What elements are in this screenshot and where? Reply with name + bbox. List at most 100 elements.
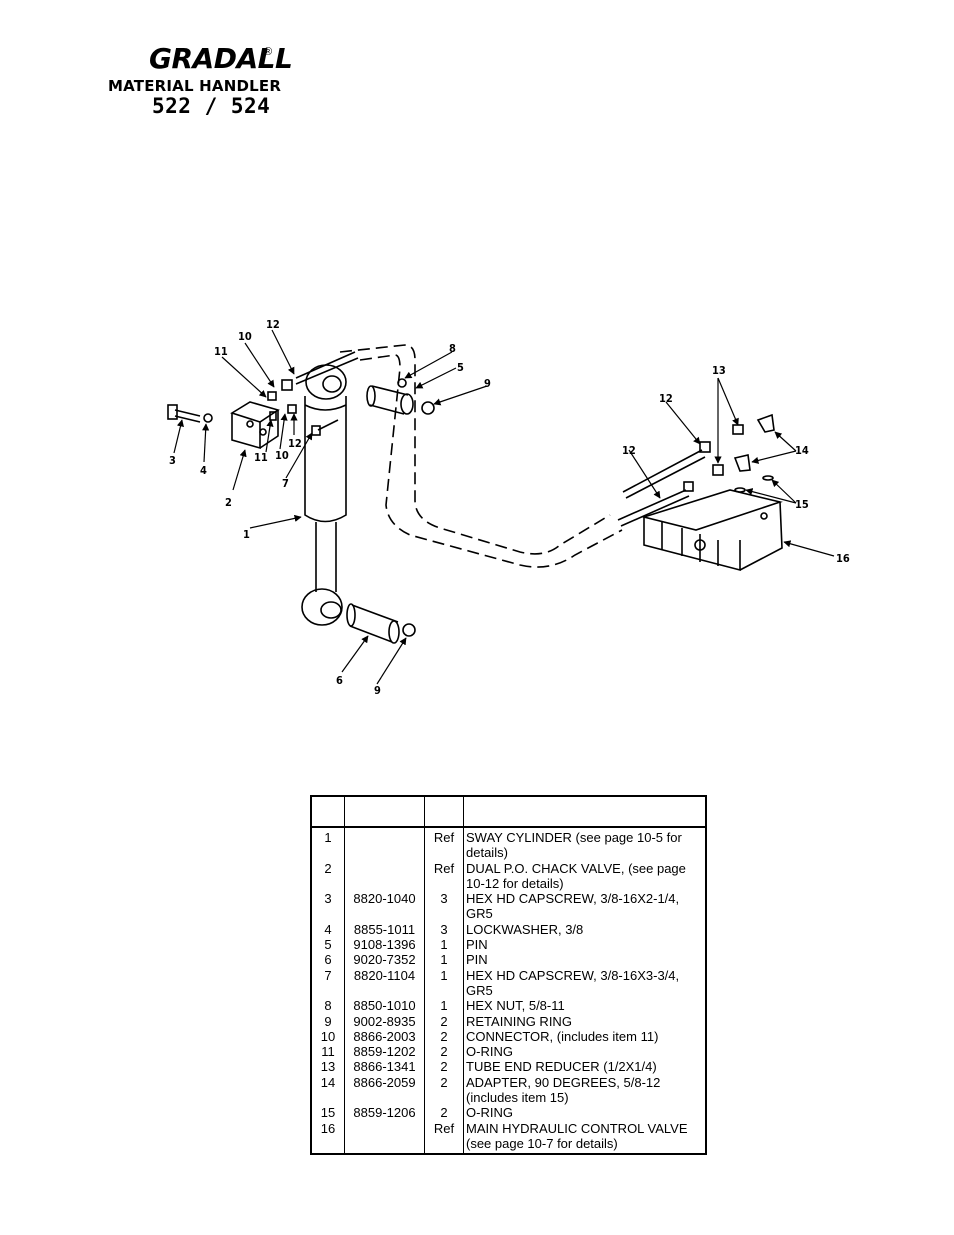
table-row: 4 8855-1011 3 LOCKWASHER, 3/8 xyxy=(311,921,706,938)
callout-label: 10 xyxy=(275,449,289,462)
quantity: 2 xyxy=(424,1059,464,1075)
description: HEX HD CAPSCREW, 3/8-16X3-3/4, GR5 xyxy=(466,967,680,998)
callout-label: 4 xyxy=(200,464,207,477)
description: PIN xyxy=(466,952,488,968)
part-number: 8855-1011 xyxy=(344,921,425,938)
part-number: 8859-1206 xyxy=(344,1105,425,1121)
column-header-part-number xyxy=(344,796,425,828)
callout-label: 10 xyxy=(238,330,252,343)
quantity: Ref xyxy=(424,827,464,861)
item-number: 1 xyxy=(311,827,345,861)
model-number: 522 / 524 xyxy=(152,94,271,118)
quantity: Ref xyxy=(424,1120,464,1155)
quantity: 2 xyxy=(424,1044,464,1060)
table-row: 2 Ref DUAL P.O. CHACK VALVE, (see page 1… xyxy=(311,860,706,892)
parts-list-table: 1 Ref SWAY CYLINDER (see page 10-5 for d… xyxy=(310,795,707,1156)
description: SWAY CYLINDER (see page 10-5 for details… xyxy=(466,830,682,861)
table-header-row xyxy=(311,796,706,828)
callout-label: 9 xyxy=(484,377,491,390)
description: ADAPTER, 90 DEGREES, 5/8-12 (includes it… xyxy=(466,1074,661,1106)
item-number: 4 xyxy=(311,921,345,938)
column-header-qty xyxy=(424,796,464,828)
callout-label: 5 xyxy=(457,361,464,374)
quantity: Ref xyxy=(424,860,464,892)
callout-label: 11 xyxy=(214,345,228,358)
callout-label: 8 xyxy=(449,342,456,355)
brand-name: GRADALL xyxy=(149,42,293,75)
description: PIN xyxy=(466,937,488,953)
part-number xyxy=(344,860,425,892)
part-number: 9002-8935 xyxy=(344,1013,425,1029)
callout-label: 3 xyxy=(169,454,176,467)
item-number: 7 xyxy=(311,967,345,999)
item-number: 6 xyxy=(311,952,345,968)
column-header-item xyxy=(311,796,345,828)
callout-label: 1 xyxy=(243,528,250,541)
callout-label: 11 xyxy=(254,451,268,464)
item-number: 10 xyxy=(311,1028,345,1045)
part-number: 8850-1010 xyxy=(344,998,425,1014)
callout-label: 14 xyxy=(795,444,809,457)
callout-label: 16 xyxy=(836,552,850,565)
part-number xyxy=(344,827,425,861)
table-row: 7 8820-1104 1 HEX HD CAPSCREW, 3/8-16X3-… xyxy=(311,967,706,999)
model-line: MATERIAL HANDLER xyxy=(108,77,282,95)
table-row: 5 9108-1396 1 PIN xyxy=(311,937,706,953)
quantity: 2 xyxy=(424,1105,464,1121)
description: RETAINING RING xyxy=(466,1013,572,1029)
callout-label: 13 xyxy=(712,364,726,377)
quantity: 1 xyxy=(424,967,464,999)
table-row: 10 8866-2003 2 CONNECTOR, (includes item… xyxy=(311,1028,706,1045)
callout-label: 7 xyxy=(282,477,289,490)
quantity: 2 xyxy=(424,1074,464,1106)
callout-label: 12 xyxy=(266,318,280,331)
part-number: 8859-1202 xyxy=(344,1044,425,1060)
callout-label: 12 xyxy=(659,392,673,405)
quantity: 2 xyxy=(424,1028,464,1045)
part-number: 8866-2059 xyxy=(344,1074,425,1106)
callout-label: 12 xyxy=(288,437,302,450)
item-number: 14 xyxy=(311,1074,345,1106)
quantity: 1 xyxy=(424,937,464,953)
table-row: 1 Ref SWAY CYLINDER (see page 10-5 for d… xyxy=(311,827,706,861)
description: HEX NUT, 5/8-11 xyxy=(466,998,565,1014)
table-row: 16 Ref MAIN HYDRAULIC CONTROL VALVE (see… xyxy=(311,1120,706,1155)
table-row: 15 8859-1206 2 O-RING xyxy=(311,1105,706,1121)
description: O-RING xyxy=(466,1105,513,1121)
item-number: 9 xyxy=(311,1013,345,1029)
description: O-RING xyxy=(466,1044,513,1060)
part-number: 9020-7352 xyxy=(344,952,425,968)
description: HEX HD CAPSCREW, 3/8-16X2-1/4, GR5 xyxy=(466,891,680,922)
quantity: 3 xyxy=(424,891,464,922)
callout-label: 9 xyxy=(374,684,381,697)
quantity: 2 xyxy=(424,1013,464,1029)
part-number: 8866-1341 xyxy=(344,1059,425,1075)
part-number: 8866-2003 xyxy=(344,1028,425,1045)
quantity: 1 xyxy=(424,952,464,968)
description: TUBE END REDUCER (1/2X1/4) xyxy=(466,1059,657,1075)
item-number: 16 xyxy=(311,1120,345,1155)
table-row: 14 8866-2059 2 ADAPTER, 90 DEGREES, 5/8-… xyxy=(311,1074,706,1106)
callout-label: 6 xyxy=(336,674,343,687)
part-number: 8820-1104 xyxy=(344,967,425,999)
callout-label: 15 xyxy=(795,498,809,511)
callout-label: 2 xyxy=(225,496,232,509)
exploded-parts-diagram: 1 2 3 4 5 6 7 8 9 9 10 10 11 11 12 12 12… xyxy=(167,318,850,697)
item-number: 8 xyxy=(311,998,345,1014)
item-number: 15 xyxy=(311,1105,345,1121)
callout-label: 12 xyxy=(622,444,636,457)
item-number: 13 xyxy=(311,1059,345,1075)
item-number: 3 xyxy=(311,891,345,922)
table-row: 6 9020-7352 1 PIN xyxy=(311,952,706,968)
description: MAIN HYDRAULIC CONTROL VALVE (see page 1… xyxy=(466,1120,688,1151)
item-number: 2 xyxy=(311,860,345,892)
table-row: 8 8850-1010 1 HEX NUT, 5/8-11 xyxy=(311,998,706,1014)
description: CONNECTOR, (includes item 11) xyxy=(466,1028,659,1044)
description: LOCKWASHER, 3/8 xyxy=(466,921,584,937)
quantity: 3 xyxy=(424,921,464,938)
table-row: 11 8859-1202 2 O-RING xyxy=(311,1044,706,1060)
registered-mark: ® xyxy=(264,46,273,58)
item-number: 11 xyxy=(311,1044,345,1060)
table-row: 9 9002-8935 2 RETAINING RING xyxy=(311,1013,706,1029)
table-row: 13 8866-1341 2 TUBE END REDUCER (1/2X1/4… xyxy=(311,1059,706,1075)
